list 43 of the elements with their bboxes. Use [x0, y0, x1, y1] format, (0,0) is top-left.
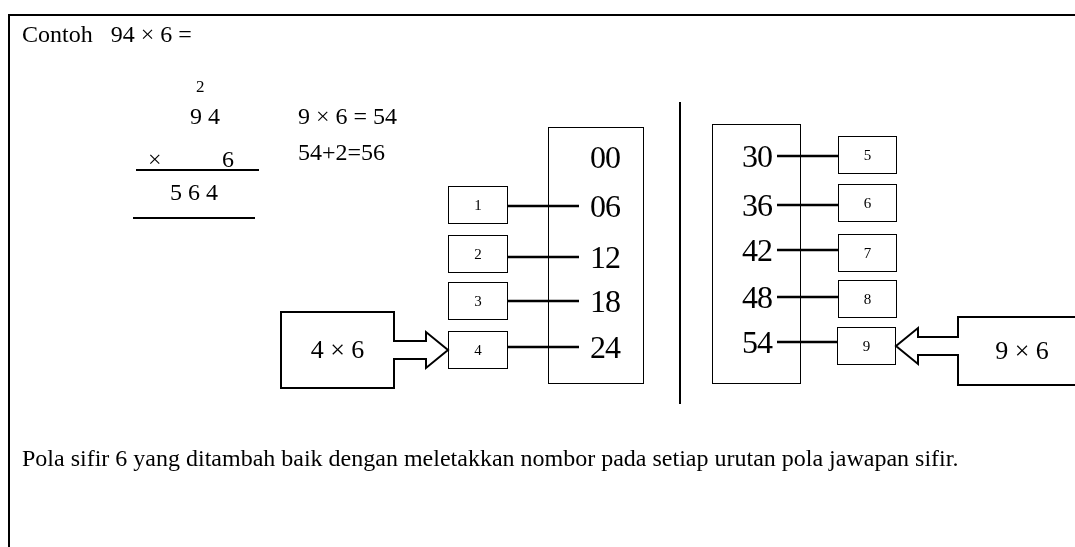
- connector-line: [508, 255, 579, 259]
- digit-box: 5: [838, 136, 897, 174]
- multiple-number: 48: [737, 279, 777, 315]
- digit-box: 4: [448, 331, 508, 369]
- product-digits: 5 6 4: [170, 180, 218, 204]
- digit-box: 3: [448, 282, 508, 320]
- expression-box: 4 × 6: [280, 311, 395, 389]
- multiple-number: 12: [579, 239, 631, 275]
- equation-text: 9 × 6 = 54: [298, 104, 398, 128]
- multiplicand-digits: 9 4: [190, 104, 220, 128]
- equation-text: 54+2=56: [298, 140, 386, 164]
- digit-box: 2: [448, 235, 508, 273]
- number-column-box: [548, 127, 644, 384]
- block-arrow: [894, 325, 960, 367]
- digit-box: 9: [837, 327, 896, 365]
- expression-box: 9 × 6: [957, 316, 1075, 386]
- connector-line: [508, 204, 579, 208]
- connector-line: [777, 154, 838, 158]
- connector-line: [777, 295, 838, 299]
- digit-box: 6: [838, 184, 897, 222]
- heading: Contoh 94 × 6 =: [22, 22, 192, 46]
- connector-line: [508, 299, 579, 303]
- multiple-number: 00: [579, 139, 631, 175]
- multiple-number: 54: [737, 324, 777, 360]
- multiplier-digit: 6: [222, 147, 234, 171]
- block-arrow: [392, 329, 450, 371]
- multiply-sign: ×: [148, 147, 162, 171]
- digit-box: 8: [838, 280, 897, 318]
- caption-text: Pola sifir 6 yang ditambah baik dengan meletakkan nombor pada setiap urutan pola jawapan sifir.: [22, 444, 960, 473]
- number-column-box: [712, 124, 801, 384]
- multiple-number: 06: [579, 188, 631, 224]
- digit-box: 1: [448, 186, 508, 224]
- multiple-number: 30: [737, 138, 777, 174]
- digit-box: 7: [838, 234, 897, 272]
- multiple-number: 24: [579, 329, 631, 365]
- multiple-number: 36: [737, 187, 777, 223]
- connector-line: [777, 340, 837, 344]
- connector-line: [777, 248, 838, 252]
- multiple-number: 18: [579, 283, 631, 319]
- connector-line: [508, 345, 579, 349]
- multiple-number: 42: [737, 232, 777, 268]
- connector-line: [777, 203, 838, 207]
- carry-digit: 2: [196, 78, 205, 95]
